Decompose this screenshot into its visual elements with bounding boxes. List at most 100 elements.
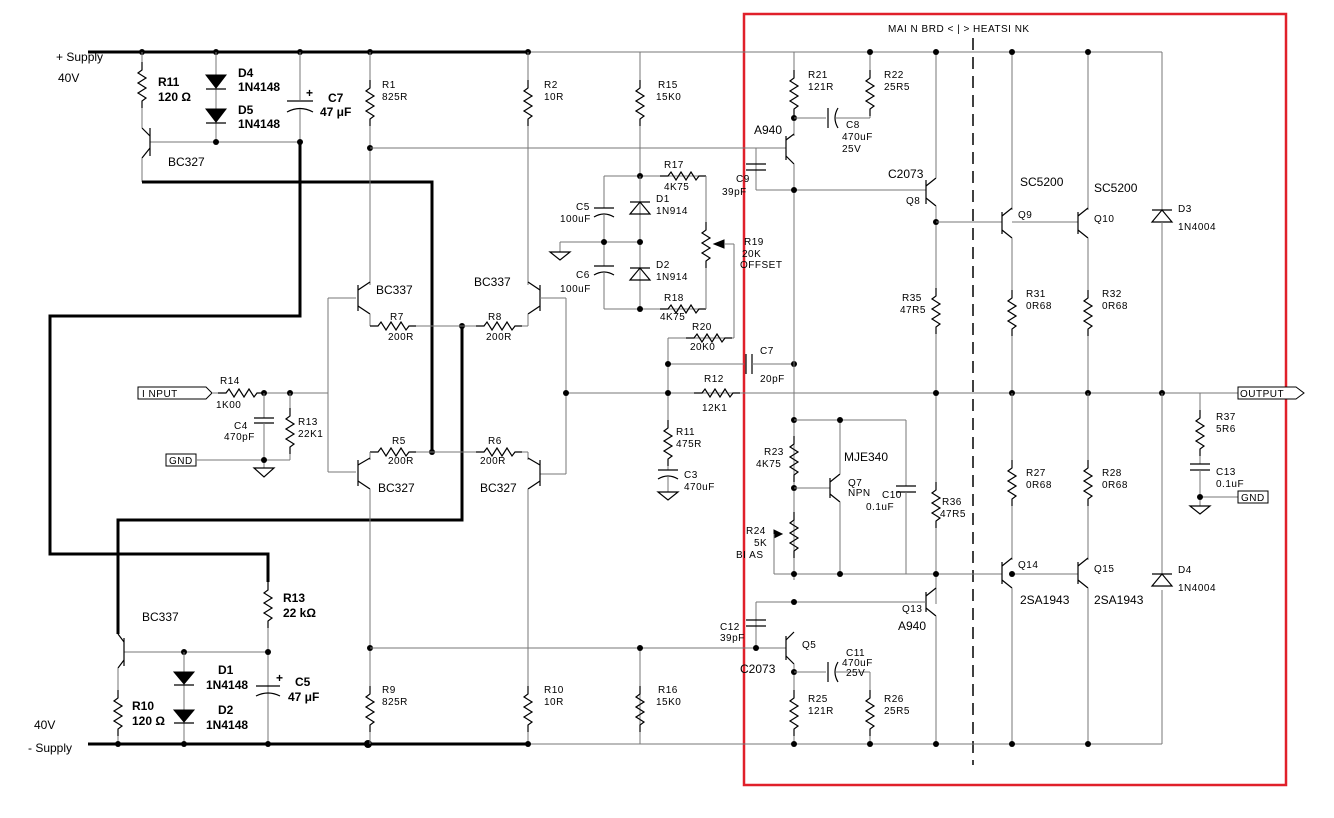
d1-value: 1N914: [656, 206, 688, 217]
r9-value: 825R: [382, 697, 408, 708]
c12-label: C12: [720, 622, 740, 633]
d3-value: 1N4004: [1178, 222, 1216, 233]
c8-label: C8: [846, 120, 860, 131]
r24-label: R24: [746, 526, 766, 537]
r13-value: 22K1: [298, 429, 323, 440]
pos-supply-label: + Supply: [56, 50, 103, 64]
output-port-label: OUTPUT: [1240, 389, 1284, 400]
c8-voltage: 25V: [842, 144, 861, 155]
r20-value: 20K0: [690, 342, 715, 353]
r19-label: R19: [744, 237, 764, 248]
r5-value: 200R: [388, 456, 414, 467]
r26-value: 25R5: [884, 706, 910, 717]
r23-value: 4K75: [756, 459, 781, 470]
r22-label: R22: [884, 70, 904, 81]
r31-label: R31: [1026, 289, 1046, 300]
output-devices-top: [1001, 49, 1305, 515]
q-ltp2-label: BC337: [474, 275, 511, 289]
r6-value: 200R: [480, 456, 506, 467]
r16-value: 15K0: [656, 697, 681, 708]
c9-value: 39pF: [722, 187, 747, 198]
c11-value: 470uF: [842, 658, 873, 669]
c10-label: C10: [882, 490, 902, 501]
output-devices-bottom: [1001, 393, 1174, 747]
q5-label: Q5: [802, 640, 816, 651]
r7-value: 200R: [388, 332, 414, 343]
r1-label: R1: [382, 80, 396, 91]
r23-label: R23: [764, 447, 784, 458]
r9-label: R9: [382, 685, 396, 696]
r19-value: 20K: [742, 249, 761, 260]
c13-label: C13: [1216, 467, 1236, 478]
d4-value: 1N4148: [238, 80, 280, 94]
d3-label: D3: [1178, 204, 1192, 215]
r7-label: R7: [390, 312, 404, 323]
a940-bot-label: A940: [898, 619, 926, 633]
bc327-reg-label: BC327: [168, 155, 205, 169]
top-driver-stage: [746, 49, 1002, 604]
r11-label: R11: [676, 427, 695, 438]
r21-value: 121R: [808, 82, 834, 93]
pos-supply-voltage: 40V: [58, 71, 79, 85]
r1-value: 825R: [382, 92, 408, 103]
svg-text:+: +: [306, 86, 313, 100]
r24-value: 5K: [754, 538, 767, 549]
r14-value: 1K00: [216, 400, 241, 411]
bias-wiring: [48, 142, 465, 748]
r24-note: BI AS: [736, 550, 764, 561]
svg-text:+: +: [276, 671, 283, 685]
r36-label: R36: [942, 497, 962, 508]
q13-label: Q13: [902, 604, 922, 615]
r36-value: 47R5: [940, 509, 966, 520]
r37-label: R37: [1216, 412, 1236, 423]
top-regulator: +: [137, 49, 531, 182]
r28-label: R28: [1102, 468, 1122, 479]
r20-label: R20: [692, 322, 712, 333]
q8-label: Q8: [906, 196, 920, 207]
c6-value: 100uF: [560, 284, 591, 295]
q7-label: Q7: [848, 478, 862, 489]
c7-reg-value: 47 μF: [320, 105, 351, 119]
c13-value: 0.1uF: [1216, 479, 1244, 490]
r11-value: 475R: [676, 439, 702, 450]
r13-reg-label: R13: [283, 591, 305, 605]
r6-label: R6: [488, 436, 502, 447]
r31-value: 0R68: [1026, 301, 1052, 312]
bottom-regulator: +: [113, 581, 283, 747]
ltp-stage: [357, 52, 1238, 747]
gnd-in-label: GND: [169, 456, 193, 467]
r27-value: 0R68: [1026, 480, 1052, 491]
r12-value: 12K1: [702, 403, 727, 414]
r13-reg-value: 22 kΩ: [283, 606, 316, 620]
r21-label: R21: [808, 70, 828, 81]
r8-label: R8: [488, 312, 502, 323]
r32-value: 0R68: [1102, 301, 1128, 312]
c5-value: 100uF: [560, 214, 591, 225]
r8-value: 200R: [486, 332, 512, 343]
mje340-label: MJE340: [844, 450, 888, 464]
r14-label: R14: [220, 376, 240, 387]
r2-label: R2: [544, 80, 558, 91]
c5-reg-label: C5: [295, 675, 311, 689]
d2-label: D2: [656, 260, 670, 271]
r25-value: 121R: [808, 706, 834, 717]
2sa1943-a-label: 2SA1943: [1020, 593, 1070, 607]
d2-reg-label: D2: [218, 703, 234, 717]
bottom-driver-stage: [746, 587, 939, 747]
c4-value: 470pF: [224, 432, 255, 443]
r13-label: R13: [298, 417, 318, 428]
q-ltp3-label: BC327: [378, 481, 415, 495]
c7-reg-label: C7: [328, 91, 344, 105]
output-stage-highlight-box: [742, 12, 1288, 787]
input-network: [137, 297, 356, 478]
c5-label: C5: [576, 202, 590, 213]
q-ltp1-label: BC337: [376, 283, 413, 297]
offset-feedback-network: [548, 52, 797, 744]
r11-label: R11: [158, 75, 180, 89]
r2-value: 10R: [544, 92, 564, 103]
c8-value: 470uF: [842, 132, 873, 143]
r16-label: R16: [658, 685, 678, 696]
sc5200-a-label: SC5200: [1020, 175, 1064, 189]
r10-reg-value: 120 Ω: [132, 714, 165, 728]
